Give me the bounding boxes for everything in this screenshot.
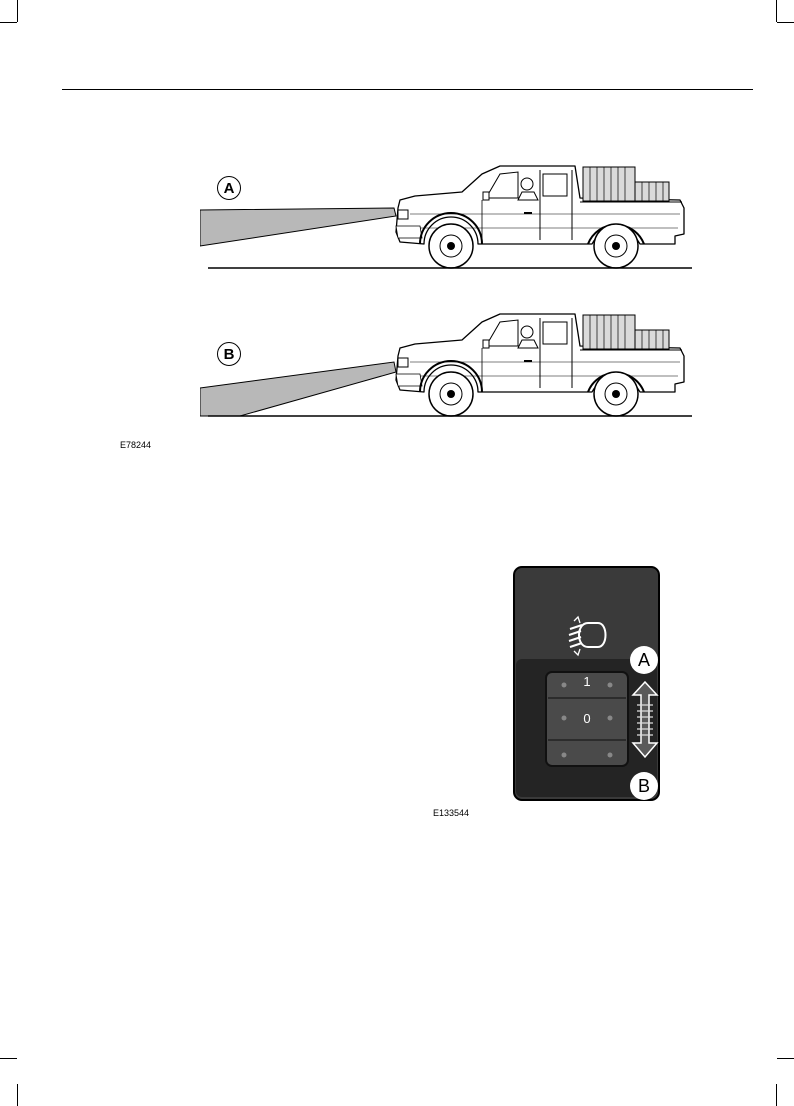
crop-mark-top-left-h xyxy=(0,22,17,23)
crop-mark-top-right-h xyxy=(777,22,794,23)
truck-a xyxy=(396,166,684,268)
truck-b xyxy=(396,314,684,416)
header-rule xyxy=(62,89,753,90)
crop-mark-bottom-left-h xyxy=(0,1058,17,1059)
headlamp-beam-figure xyxy=(200,150,700,425)
crop-mark-bottom-right xyxy=(776,1084,777,1106)
dial-mark-0: 0 xyxy=(577,711,597,726)
crop-mark-top-right xyxy=(776,0,777,22)
crop-mark-top-left xyxy=(17,0,18,22)
crop-mark-bottom-right-h xyxy=(777,1058,794,1059)
crop-mark-bottom-left xyxy=(17,1084,18,1106)
position-label-b: B xyxy=(630,772,658,800)
beam-b xyxy=(200,362,396,416)
figure-code-1: E78244 xyxy=(120,440,151,450)
callout-b: B xyxy=(217,342,241,366)
figure-code-2: E133544 xyxy=(433,808,469,818)
beam-a xyxy=(200,208,396,246)
dial-mark-1: 1 xyxy=(577,674,597,689)
callout-a: A xyxy=(217,176,241,200)
position-label-a: A xyxy=(630,646,658,674)
